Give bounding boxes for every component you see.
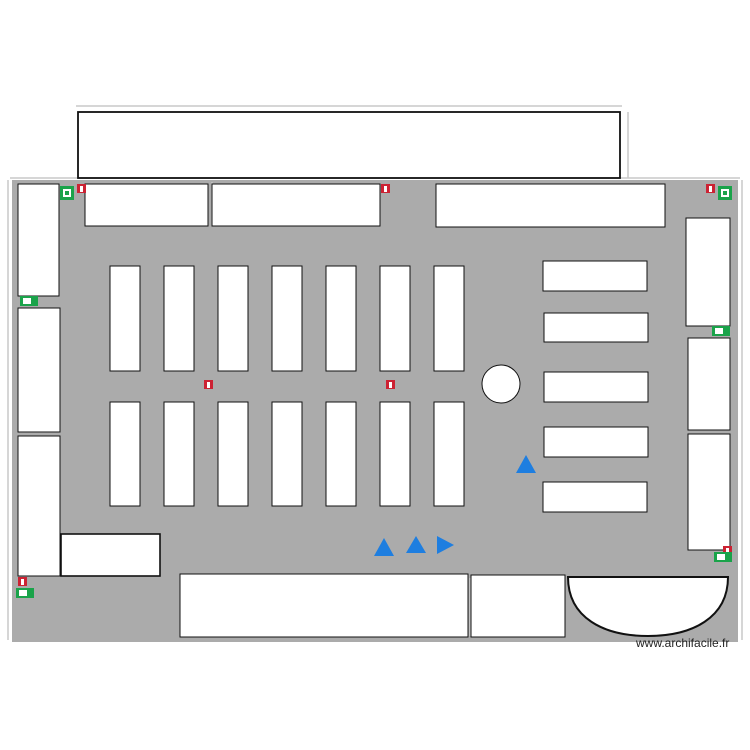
fire-extinguisher-icon [77, 184, 86, 193]
table-right-1 [542, 260, 648, 292]
table-right-5 [542, 481, 648, 513]
semicircle-room [566, 576, 730, 638]
fire-extinguisher-icon [204, 380, 213, 389]
top-room-3 [435, 183, 666, 228]
shelf-upper-6 [379, 265, 411, 372]
shelf-lower-5 [325, 401, 357, 507]
left-room-1 [17, 183, 60, 297]
emergency-exit-icon [718, 186, 732, 200]
left-room-2 [17, 307, 61, 433]
shelf-upper-3 [217, 265, 249, 372]
right-room-1 [685, 217, 731, 327]
bottom-room-large [179, 573, 469, 638]
table-right-3 [543, 371, 649, 403]
blue-markers [374, 455, 536, 556]
bottom-room-small [470, 574, 566, 638]
fire-extinguisher-icon [723, 546, 732, 555]
fire-extinguisher-icon [386, 380, 395, 389]
shelf-upper-5 [325, 265, 357, 372]
marker-triangle-up-icon [516, 455, 536, 473]
fire-extinguisher-icon [381, 184, 390, 193]
emergency-exit-icon [20, 296, 38, 306]
rooms [17, 111, 731, 638]
watermark: www.archifacile.fr [636, 636, 730, 650]
shelf-lower-2 [163, 401, 195, 507]
emergency-exit-icon [714, 552, 732, 562]
bottom-left-room [60, 533, 161, 577]
top-annex-room [77, 111, 621, 179]
extinguishers [18, 184, 732, 586]
marker-triangle-up-icon [374, 538, 394, 556]
right-room-2 [687, 337, 731, 431]
top-room-2 [211, 183, 381, 227]
round-table [481, 364, 521, 404]
shelf-upper-4 [271, 265, 303, 372]
shelf-lower-7 [433, 401, 465, 507]
fire-extinguisher-icon [706, 184, 715, 193]
emergency-exit-icon [16, 588, 34, 598]
right-room-3 [687, 433, 731, 551]
left-room-3 [17, 435, 61, 577]
table-right-2 [543, 312, 649, 343]
top-room-1 [84, 183, 209, 227]
emergency-exit-icon [60, 186, 74, 200]
emergency-exit-icon [712, 326, 730, 336]
shelf-upper-7 [433, 265, 465, 372]
shelf-lower-6 [379, 401, 411, 507]
marker-triangle-right-icon [437, 536, 454, 554]
marker-triangle-up-icon [406, 536, 426, 553]
shelf-lower-3 [217, 401, 249, 507]
shelf-upper-2 [163, 265, 195, 372]
shelf-lower-4 [271, 401, 303, 507]
exit-signs [16, 186, 732, 598]
table-right-4 [543, 426, 649, 458]
fire-extinguisher-icon [18, 577, 27, 586]
shelf-upper-1 [109, 265, 141, 372]
shelf-lower-1 [109, 401, 141, 507]
